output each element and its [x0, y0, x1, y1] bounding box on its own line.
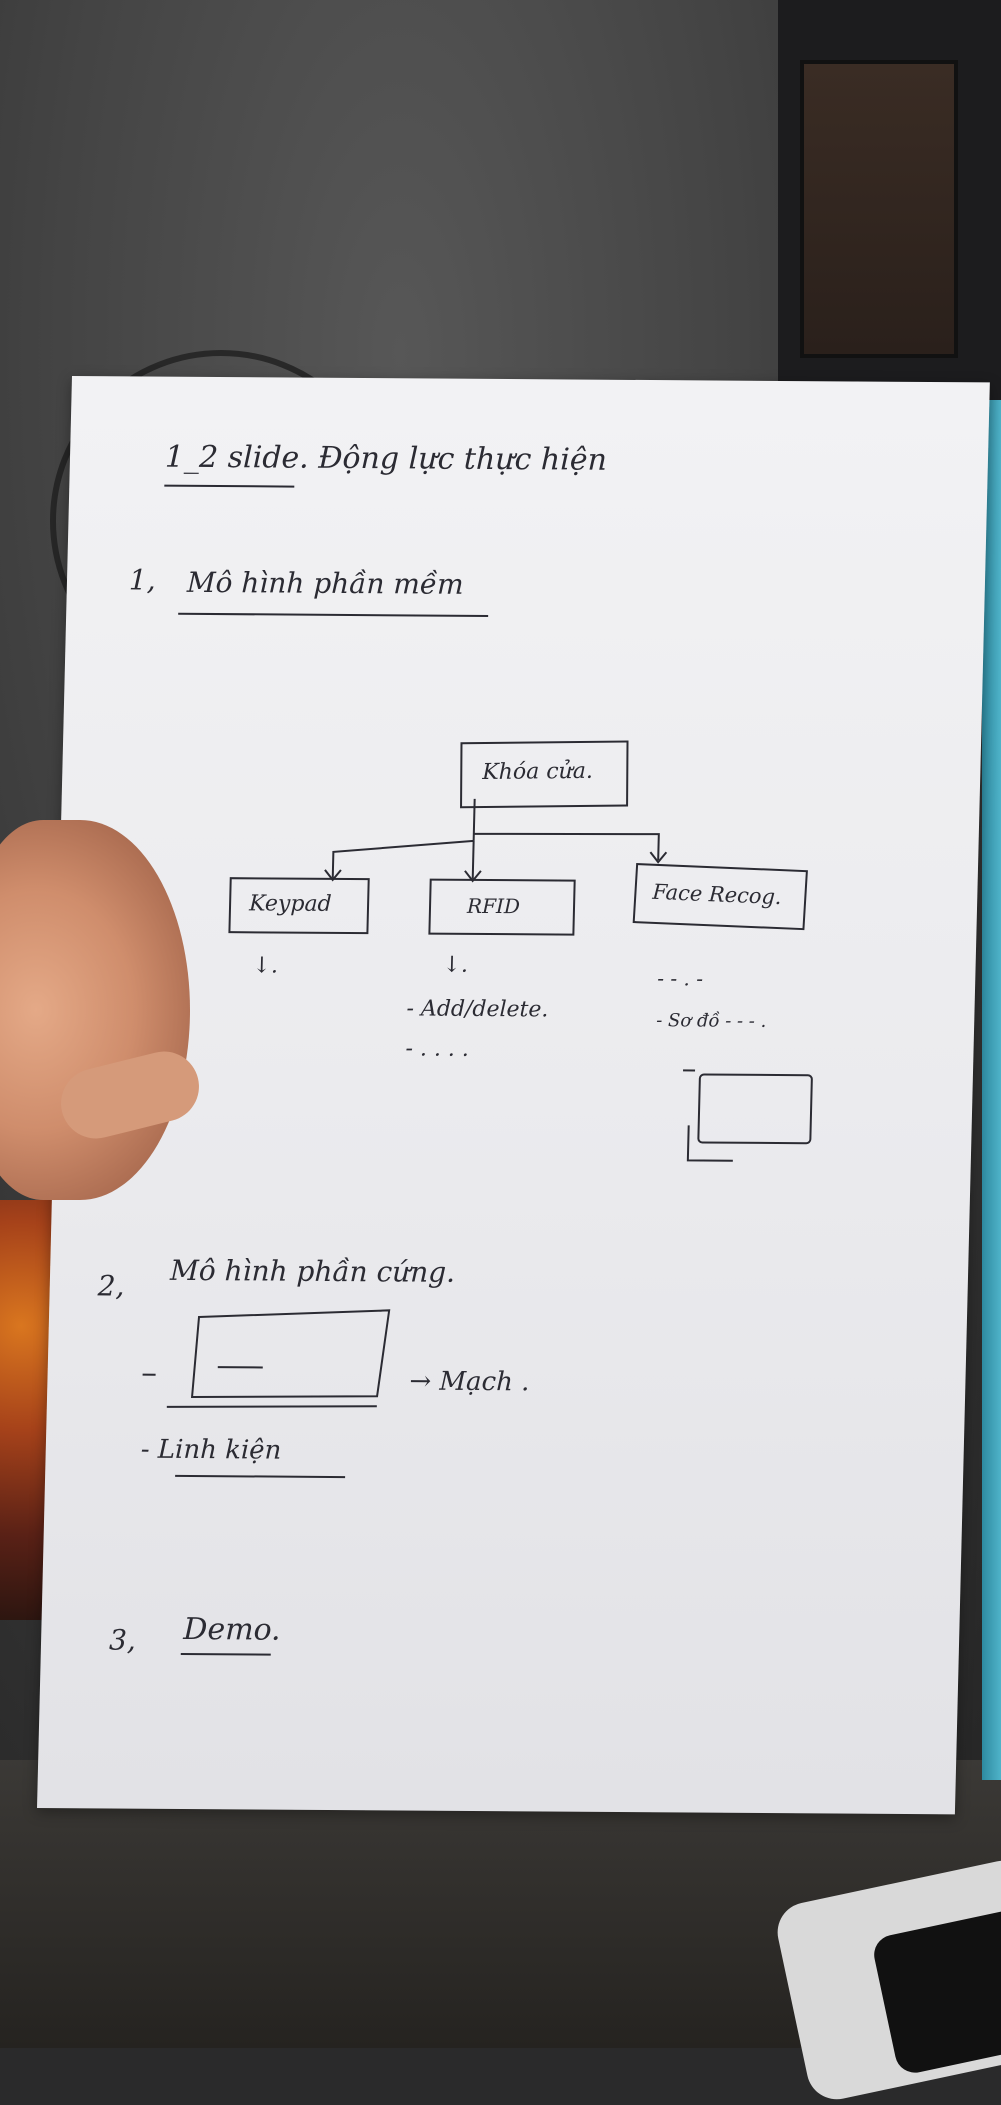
- section3-number: 3,: [108, 1623, 137, 1657]
- section3-title: Demo.: [182, 1611, 282, 1648]
- handwritten-note-paper: 1_2 slide. Động lực thực hiện 1, Mô hình…: [37, 376, 990, 1815]
- device-screen: [870, 1906, 1001, 2077]
- section2-arrow-text: → Mạch .: [409, 1366, 530, 1398]
- shelf-window: [800, 60, 958, 358]
- section2-item: - Linh kiện: [140, 1434, 282, 1466]
- section2-sketch: [142, 1309, 391, 1408]
- background-shelf: [778, 0, 1001, 420]
- tree-connector-lines: [324, 798, 813, 1162]
- blue-folder-edge: [982, 400, 1001, 1780]
